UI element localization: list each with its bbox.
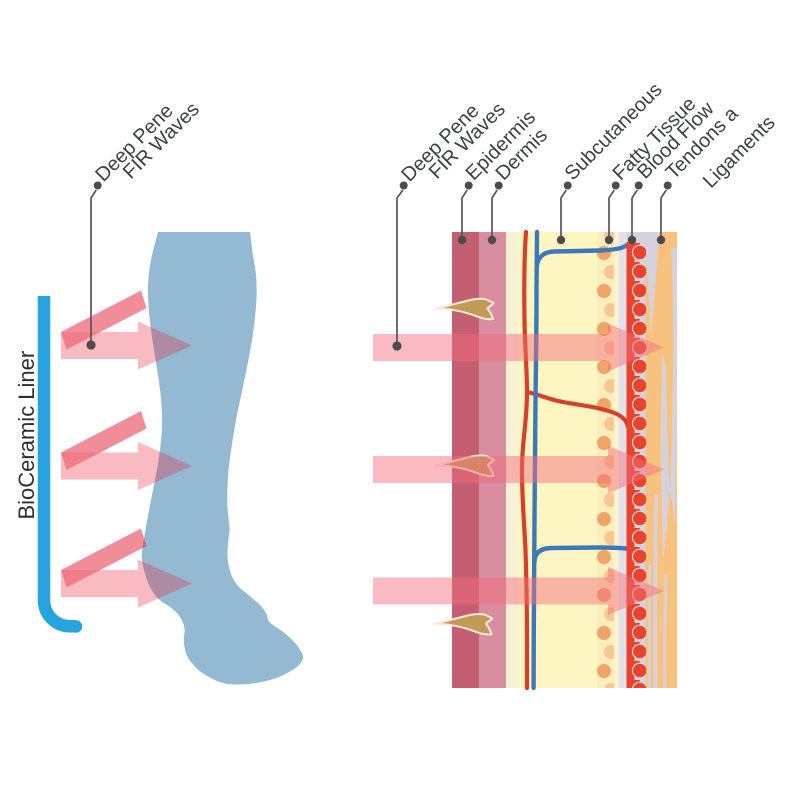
svg-text:BioCeramic Liner: BioCeramic Liner: [14, 351, 39, 520]
